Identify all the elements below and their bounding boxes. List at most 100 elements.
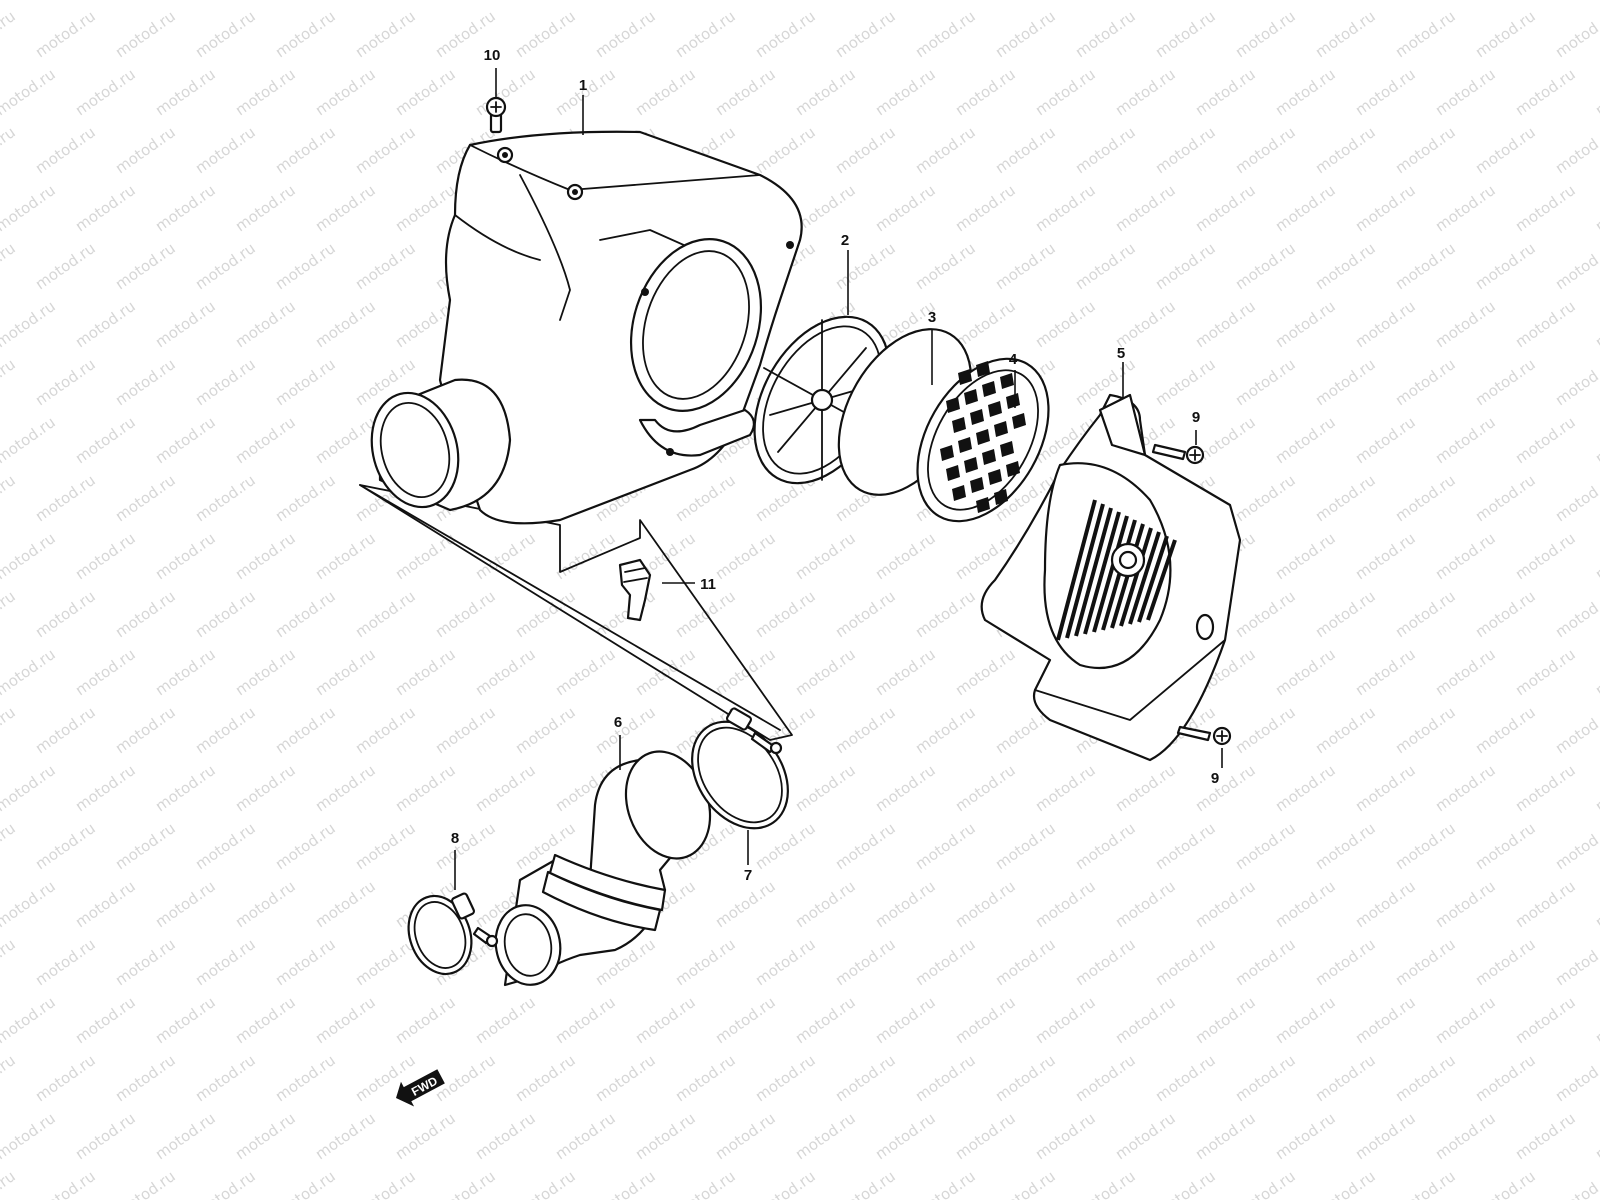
watermark-text: motod.ru <box>32 239 99 293</box>
watermark-text: motod.ru <box>752 7 819 61</box>
watermark-text: motod.ru <box>1592 181 1600 235</box>
part-9-screw-lower[interactable] <box>1176 725 1232 746</box>
part-7-duct-clamp[interactable] <box>672 703 807 846</box>
cover-grid-slat <box>1101 519 1137 631</box>
watermark-text: motod.ru <box>152 1109 219 1163</box>
cover-grid-slat <box>1074 507 1113 637</box>
watermark-text: motod.ru <box>472 993 539 1047</box>
watermark-text: motod.ru <box>72 65 139 119</box>
part-5-air-cleaner-cover[interactable] <box>980 393 1242 762</box>
watermark-text: motod.ru <box>1032 761 1099 815</box>
watermark-text: motod.ru <box>312 1109 379 1163</box>
watermark-text: motod.ru <box>232 413 299 467</box>
filter-grid-cell <box>994 489 1008 505</box>
watermark-text: motod.ru <box>1112 877 1179 931</box>
callout-10: 10 <box>484 47 501 64</box>
watermark-text: motod.ru <box>1112 65 1179 119</box>
watermark-text: motod.ru <box>352 7 419 61</box>
filter-grid-cell <box>1006 461 1020 477</box>
watermark-text: motod.ru <box>72 529 139 583</box>
watermark-text: motod.ru <box>1552 819 1600 873</box>
watermark-text: motod.ru <box>512 703 579 757</box>
watermark-text: motod.ru <box>752 123 819 177</box>
watermark-text: motod.ru <box>1392 819 1459 873</box>
watermark-text: motod.ru <box>192 819 259 873</box>
watermark-text: motod.ru <box>1512 1109 1579 1163</box>
watermark-text: motod.ru <box>1272 1109 1339 1163</box>
cover-grid-slat <box>1119 527 1153 627</box>
filter-grid-cell <box>976 497 990 513</box>
part-10-screw[interactable] <box>485 96 507 134</box>
watermark-text: motod.ru <box>1472 935 1539 989</box>
part-4-filter-holder[interactable] <box>891 336 1076 544</box>
watermark-text: motod.ru <box>872 761 939 815</box>
watermark-text: motod.ru <box>1552 935 1600 989</box>
watermark-text: motod.ru <box>832 7 899 61</box>
watermark-text: motod.ru <box>1432 1109 1499 1163</box>
watermark-text: motod.ru <box>72 645 139 699</box>
watermark-text: motod.ru <box>1272 993 1339 1047</box>
watermark-text: motod.ru <box>1272 413 1339 467</box>
part-9-screw-upper[interactable] <box>1151 443 1205 465</box>
part-6-intake-duct[interactable] <box>490 740 725 990</box>
watermark-text: motod.ru <box>1272 181 1339 235</box>
watermark-text: motod.ru <box>432 1167 499 1200</box>
cover-grid-slat <box>1128 531 1161 625</box>
watermark-text: motod.ru <box>1232 935 1299 989</box>
watermark-text: motod.ru <box>112 123 179 177</box>
watermark-text: motod.ru <box>872 181 939 235</box>
watermark-text: motod.ru <box>1072 935 1139 989</box>
watermark-text: motod.ru <box>1072 1167 1139 1200</box>
watermark-text: motod.ru <box>312 0 379 3</box>
watermark-text: motod.ru <box>312 529 379 583</box>
watermark-text: motod.ru <box>1272 761 1339 815</box>
callout-7: 7 <box>744 867 752 884</box>
watermark-text: motod.ru <box>192 239 259 293</box>
watermark-text: motod.ru <box>552 645 619 699</box>
watermark-text: motod.ru <box>112 819 179 873</box>
watermark-text: motod.ru <box>272 935 339 989</box>
watermark-text: motod.ru <box>112 239 179 293</box>
watermark-text: motod.ru <box>1232 819 1299 873</box>
watermark-text: motod.ru <box>72 1109 139 1163</box>
watermark-text: motod.ru <box>472 65 539 119</box>
watermark-text: motod.ru <box>0 413 59 467</box>
watermark-text: motod.ru <box>1232 355 1299 409</box>
watermark-text: motod.ru <box>112 7 179 61</box>
watermark-text: motod.ru <box>792 993 859 1047</box>
watermark-text: motod.ru <box>112 1167 179 1200</box>
watermark-text: motod.ru <box>1512 761 1579 815</box>
filter-grid-cell <box>964 457 978 473</box>
watermark-text: motod.ru <box>112 471 179 525</box>
watermark-text: motod.ru <box>632 645 699 699</box>
watermark-text: motod.ru <box>232 65 299 119</box>
watermark-text: motod.ru <box>952 1109 1019 1163</box>
watermark-text: motod.ru <box>952 761 1019 815</box>
watermark-text: motod.ru <box>32 587 99 641</box>
watermark-text: motod.ru <box>1032 1109 1099 1163</box>
watermark-text: motod.ru <box>992 935 1059 989</box>
watermark-text: motod.ru <box>872 645 939 699</box>
part-8-hose-clamp[interactable] <box>398 887 499 983</box>
callout-3: 3 <box>928 309 936 326</box>
watermark-text: motod.ru <box>872 0 939 3</box>
watermark-text: motod.ru <box>952 0 1019 3</box>
watermark-text: motod.ru <box>1112 297 1179 351</box>
filter-grid-cell <box>982 381 996 397</box>
watermark-text: motod.ru <box>712 65 779 119</box>
watermark-text: motod.ru <box>1592 297 1600 351</box>
watermark-text: motod.ru <box>992 1167 1059 1200</box>
watermark-text: motod.ru <box>352 123 419 177</box>
watermark-text: motod.ru <box>1512 65 1579 119</box>
watermark-text: motod.ru <box>1152 1051 1219 1105</box>
watermark-text: motod.ru <box>1352 65 1419 119</box>
watermark-text: motod.ru <box>152 413 219 467</box>
part-1-air-cleaner-case[interactable] <box>359 130 803 525</box>
watermark-text: motod.ru <box>1432 65 1499 119</box>
watermark-text: motod.ru <box>0 1109 59 1163</box>
part-11-clip[interactable] <box>618 558 652 622</box>
watermark-text: motod.ru <box>1312 123 1379 177</box>
watermark-text: motod.ru <box>72 181 139 235</box>
watermark-text: motod.ru <box>512 7 579 61</box>
